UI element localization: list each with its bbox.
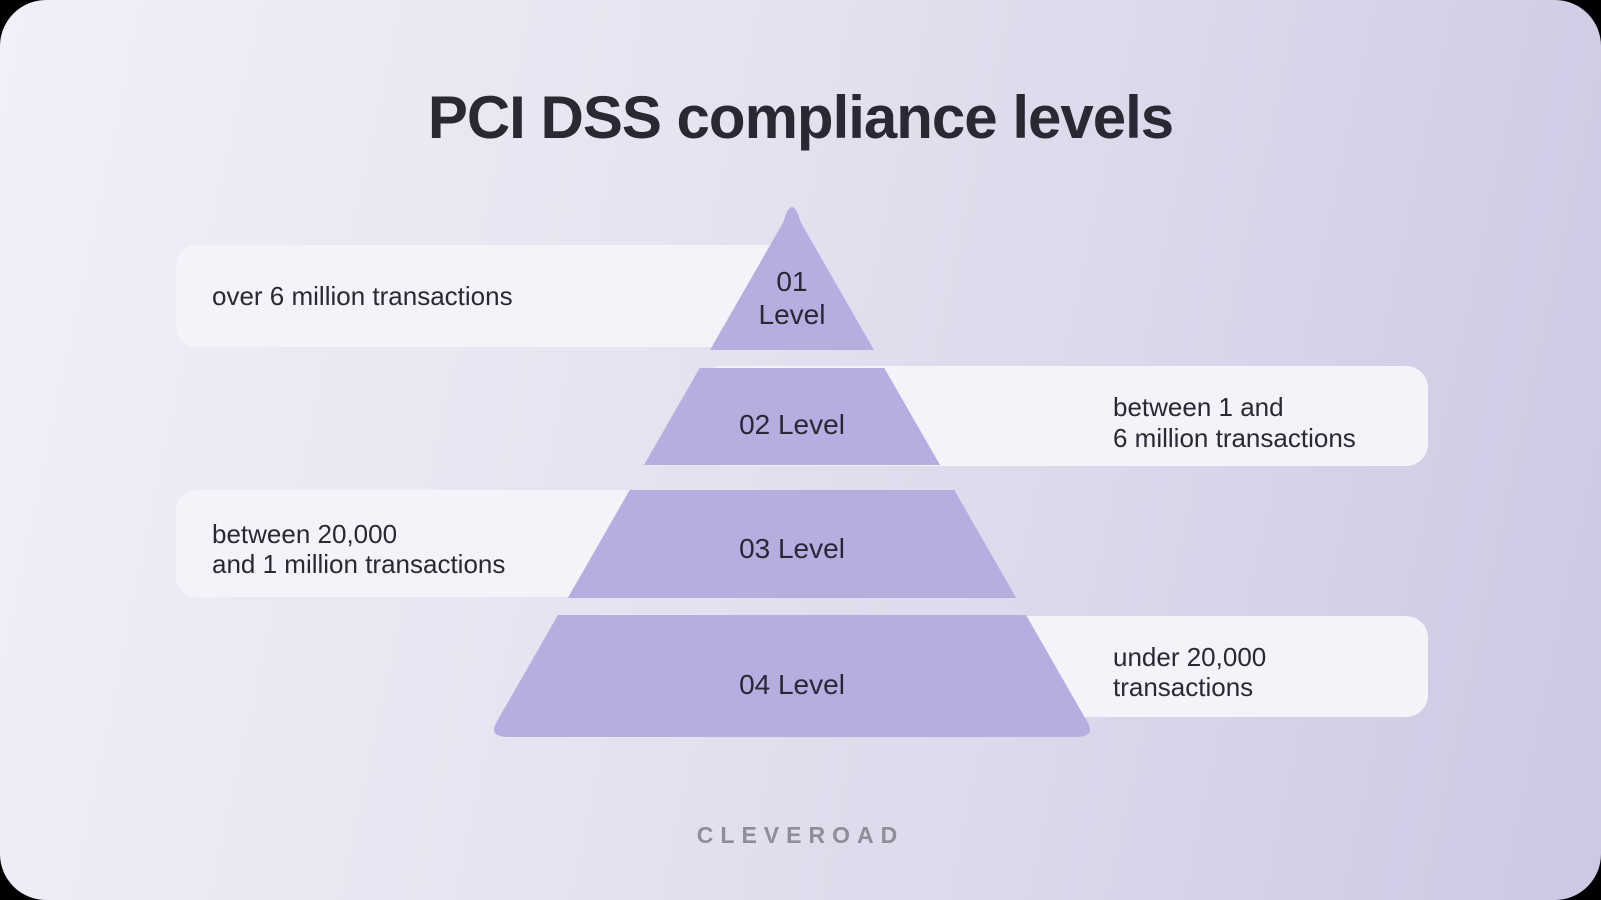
annotation-band-level1 — [176, 245, 796, 347]
annotation-line: between 20,000 — [212, 519, 398, 549]
annotation-text-level2: between 1 and 6 million transactions — [1113, 392, 1356, 454]
annotation-line: between 1 and — [1113, 392, 1284, 422]
pyramid-level2-shape — [644, 368, 940, 465]
pyramid-level1-label: 01 Level — [672, 265, 912, 331]
annotation-line: over 6 million transactions — [212, 281, 513, 311]
annotation-text-level4: under 20,000 transactions — [1113, 642, 1266, 702]
pyramid-level2-label: 02 Level — [739, 409, 845, 440]
pyramid-level1-shape — [710, 207, 874, 350]
annotation-line: transactions — [1113, 672, 1254, 702]
pyramid-level3-label: 03 Level — [739, 533, 845, 564]
annotation-text-level3: between 20,000 and 1 million transaction… — [212, 519, 505, 579]
pyramid-level1-number: 01 — [776, 266, 808, 297]
brand-logo: CLEVEROAD — [696, 822, 905, 848]
annotation-line: 6 million transactions — [1113, 423, 1356, 453]
annotation-line: under 20,000 — [1113, 642, 1267, 672]
annotation-text-level1: over 6 million transactions — [212, 281, 513, 311]
pyramid-level4-shape — [494, 615, 1090, 737]
pyramid-level1-word: Level — [758, 299, 826, 330]
page-title: PCI DSS compliance levels — [427, 84, 1174, 151]
annotation-line: and 1 million transactions — [212, 549, 506, 579]
pyramid-level3-shape — [567, 490, 1017, 598]
pyramid-level4-label: 04 Level — [739, 669, 845, 700]
